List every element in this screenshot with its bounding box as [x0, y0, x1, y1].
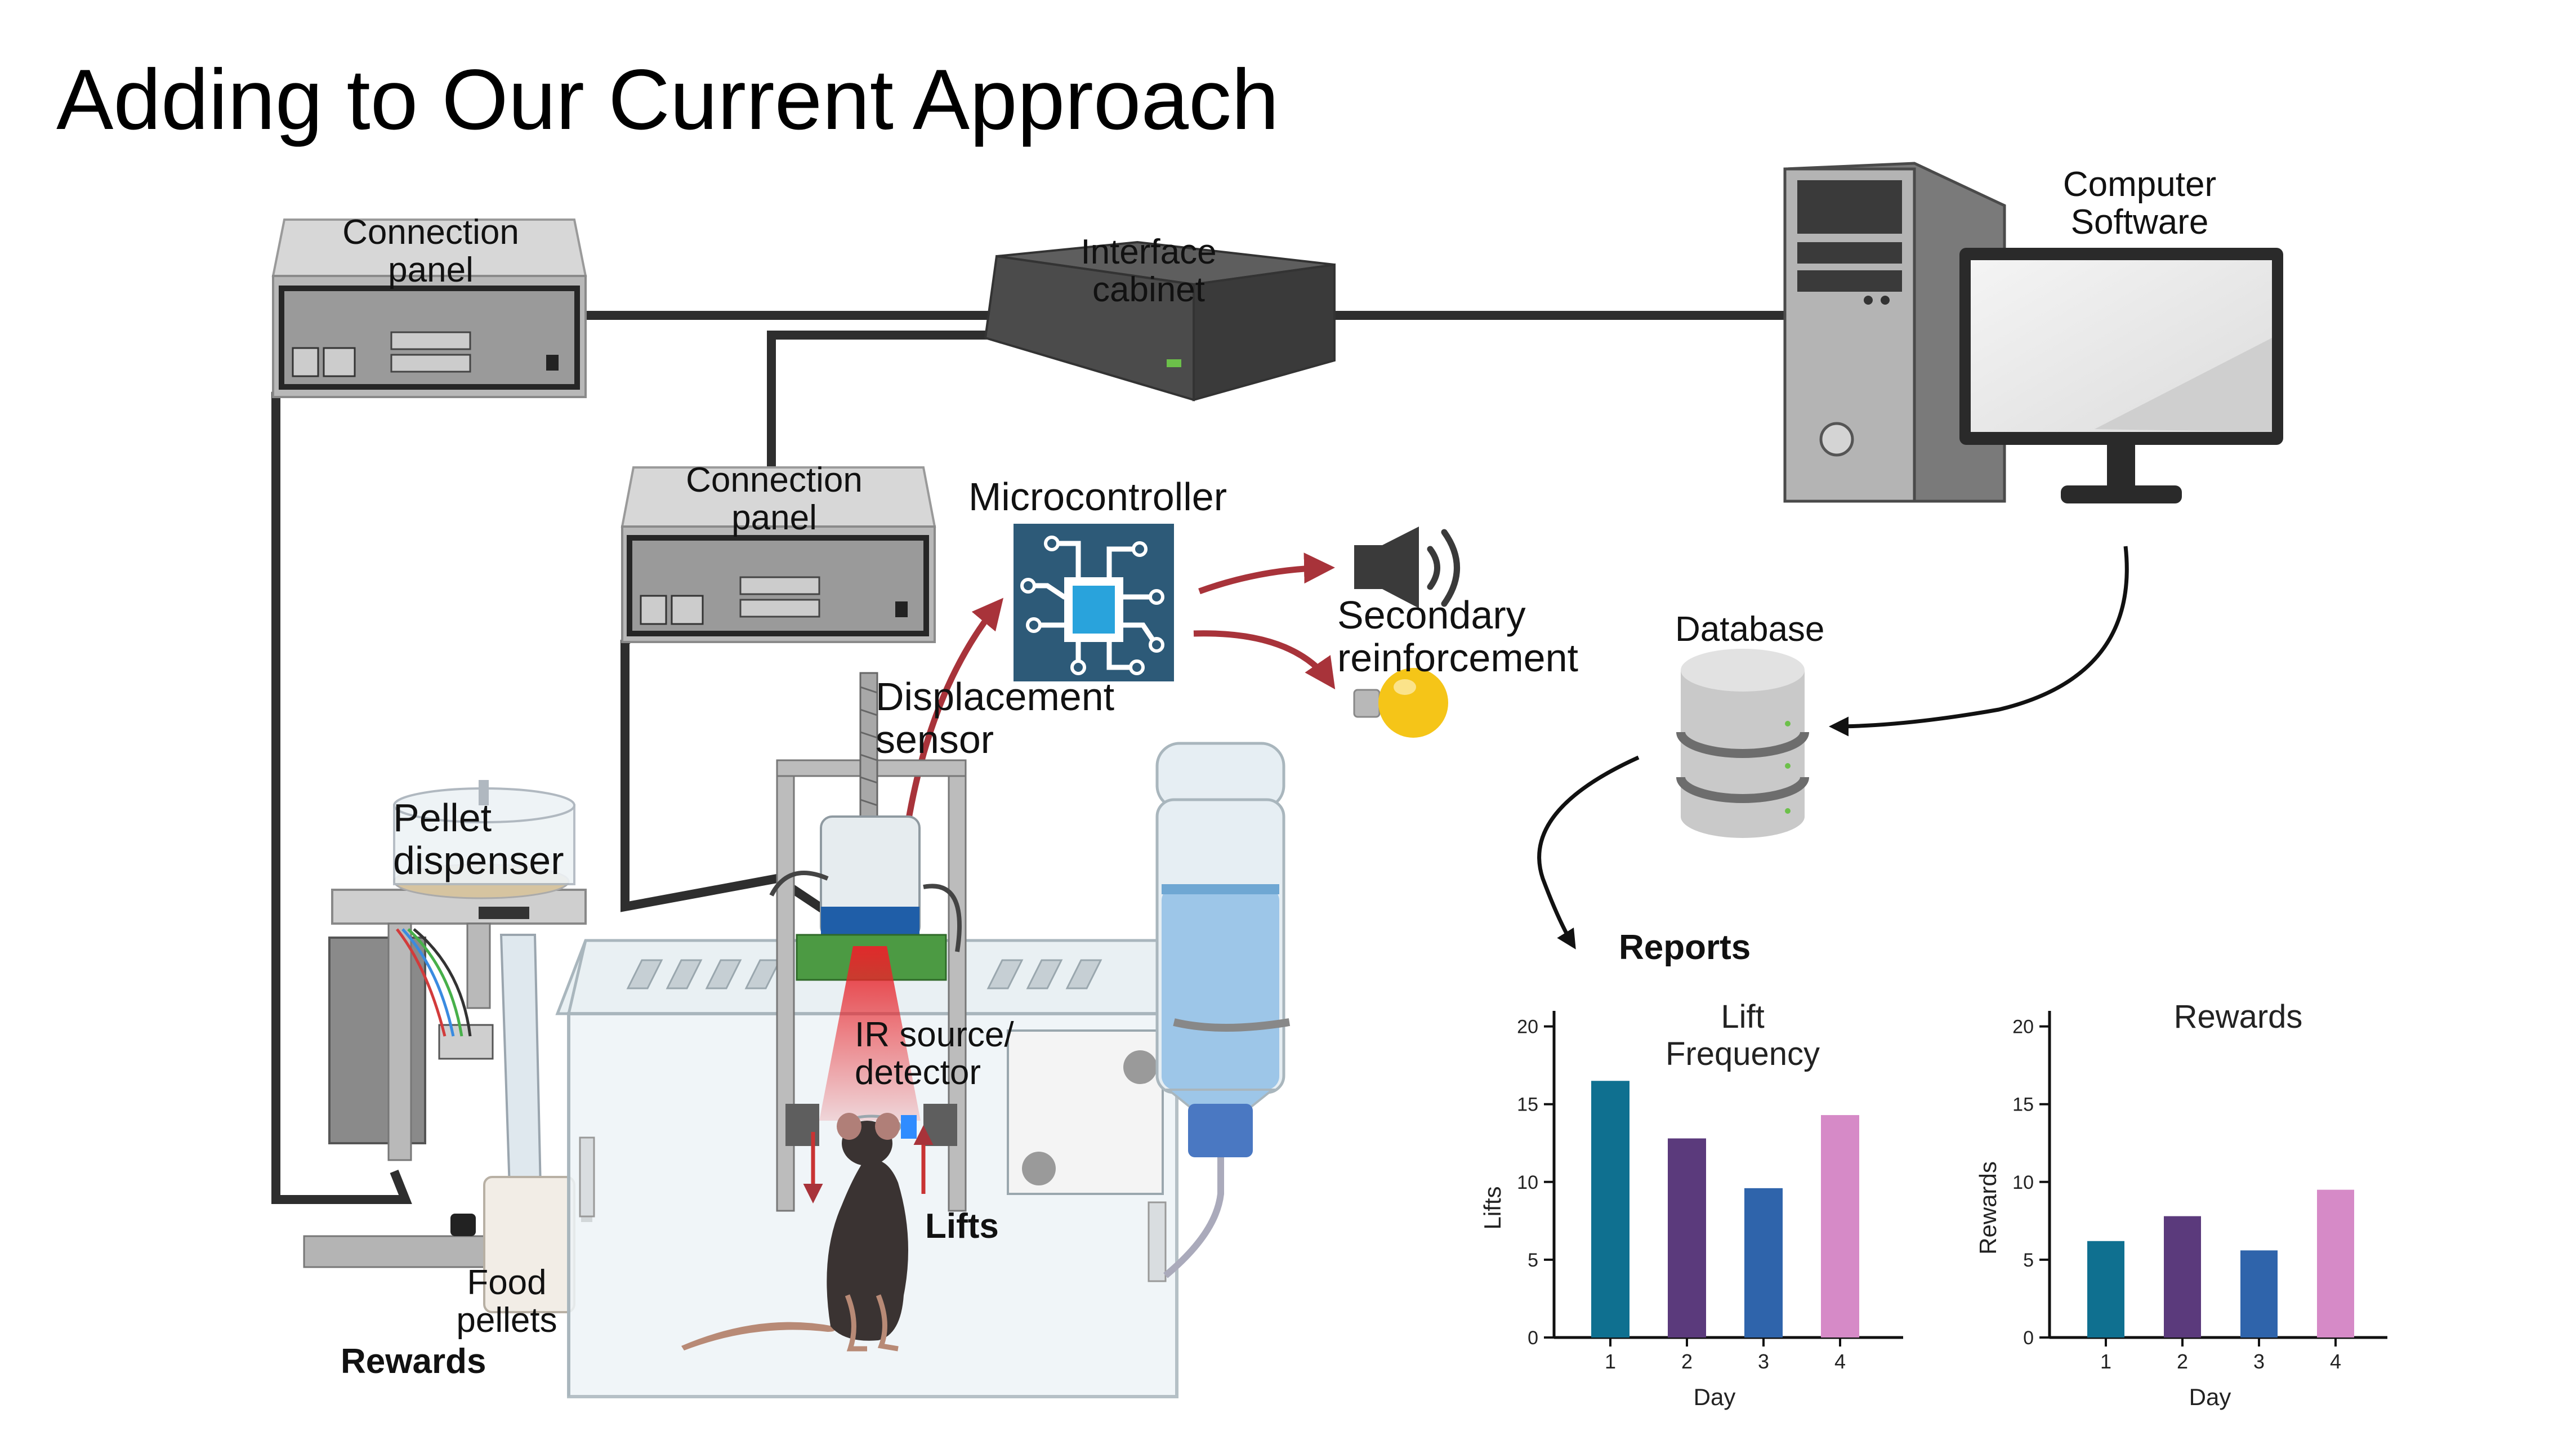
lightbulb-icon — [1353, 668, 1448, 738]
chart-title-line: Frequency — [1666, 1036, 1820, 1072]
speaker-icon — [1354, 527, 1460, 608]
interface-cabinet-line1: Interface — [1081, 233, 1217, 271]
y-tick-label: 0 — [2023, 1327, 2034, 1349]
y-tick-label: 15 — [1517, 1094, 1538, 1116]
x-tick-label: 2 — [1681, 1350, 1693, 1373]
y-tick-label: 5 — [1528, 1250, 1538, 1271]
lift-apparatus — [769, 672, 967, 1212]
computer-tower — [1783, 162, 2006, 503]
bar-day-3 — [1744, 1188, 1783, 1337]
y-tick-label: 10 — [2012, 1172, 2034, 1193]
rewards-label: Rewards — [341, 1342, 486, 1381]
y-tick-label: 5 — [2023, 1250, 2034, 1271]
page-title: Adding to Our Current Approach — [56, 52, 1279, 148]
displacement-sensor-line2: sensor — [876, 717, 994, 761]
secondary-reinforcement-line1: Secondary — [1337, 593, 1526, 637]
interface-cabinet-label: Interface cabinet — [1064, 233, 1233, 309]
pellet-dispenser-line1: Pellet — [393, 796, 492, 840]
x-axis-label: Day — [1694, 1384, 1736, 1410]
y-tick-label: 15 — [2012, 1094, 2034, 1116]
displacement-sensor-label: Displacement sensor — [876, 675, 1115, 761]
ir-source-detector-line1: IR source/ — [855, 1015, 1014, 1054]
food-pellets-line1: Food — [467, 1263, 547, 1302]
water-bottle — [1155, 742, 1291, 1278]
bar-day-1 — [2087, 1241, 2124, 1337]
connection-panel-mid-line1: Connection — [686, 461, 863, 500]
x-axis-label: Day — [2189, 1384, 2231, 1410]
y-tick-label: 20 — [1517, 1016, 1538, 1038]
y-axis-label: Rewards — [1975, 1161, 2001, 1255]
data-flow-arrows — [1537, 546, 2129, 949]
bar-day-1 — [1591, 1081, 1629, 1337]
chart-title-line: Rewards — [2174, 998, 2303, 1035]
x-tick-label: 3 — [1758, 1350, 1769, 1373]
bar-day-2 — [1668, 1138, 1706, 1337]
food-pellets-label: Food pellets — [439, 1264, 574, 1340]
connection-panel-mid — [620, 466, 936, 643]
lifts-label: Lifts — [925, 1207, 999, 1246]
connection-panel-top-label: Connection panel — [338, 213, 524, 289]
pellet-dispenser-label: Pellet dispenser — [393, 796, 564, 882]
x-tick-label: 2 — [2177, 1350, 2188, 1373]
bar-day-3 — [2240, 1250, 2278, 1337]
food-pellets-line2: pellets — [456, 1300, 557, 1340]
ir-source-detector-line2: detector — [855, 1053, 981, 1092]
microcontroller-label: Microcontroller — [968, 475, 1227, 519]
connection-panel-mid-label: Connection panel — [681, 461, 867, 537]
interface-cabinet-line2: cabinet — [1092, 270, 1205, 309]
reports-label: Reports — [1619, 928, 1751, 967]
displacement-sensor-line1: Displacement — [876, 675, 1115, 719]
pellet-dispenser-line2: dispenser — [393, 838, 564, 882]
connection-panel-mid-line2: panel — [731, 498, 817, 537]
computer-software-label: Computer Software — [2044, 166, 2235, 242]
x-tick-label: 4 — [1834, 1350, 1846, 1373]
connection-panel-top — [271, 219, 587, 398]
connection-panel-top-line1: Connection — [342, 213, 519, 252]
bar-day-2 — [2164, 1216, 2201, 1337]
microcontroller-chip-icon — [1014, 524, 1174, 681]
y-axis-label: Lifts — [1479, 1186, 1506, 1229]
connection-panel-top-line2: panel — [388, 250, 474, 289]
y-tick-label: 10 — [1517, 1172, 1538, 1193]
secondary-reinforcement-label: Secondary reinforcement — [1337, 594, 1578, 679]
secondary-reinforcement-line2: reinforcement — [1337, 635, 1578, 680]
lift-arrows — [803, 1125, 934, 1203]
mouse-icon — [681, 1113, 908, 1352]
database-label: Database — [1675, 610, 1825, 649]
x-tick-label: 1 — [1605, 1350, 1616, 1373]
pellet-dispenser — [303, 780, 592, 1313]
x-tick-label: 3 — [2253, 1350, 2265, 1373]
computer-software-line1: Computer — [2062, 165, 2217, 204]
computer-monitor-icon — [1959, 248, 2283, 503]
bar-day-4 — [1821, 1115, 1859, 1337]
interface-cabinet — [984, 240, 1336, 402]
computer-software-line2: Software — [2070, 202, 2209, 242]
chart-title-line: Lift — [1721, 998, 1764, 1035]
bar-day-4 — [2317, 1189, 2354, 1337]
x-tick-label: 4 — [2330, 1350, 2341, 1373]
database-icon — [1676, 649, 1809, 838]
y-tick-label: 20 — [2012, 1016, 2034, 1038]
y-tick-label: 0 — [1528, 1327, 1538, 1349]
ir-source-detector-label: IR source/ detector — [855, 1016, 1014, 1092]
x-tick-label: 1 — [2100, 1350, 2111, 1373]
